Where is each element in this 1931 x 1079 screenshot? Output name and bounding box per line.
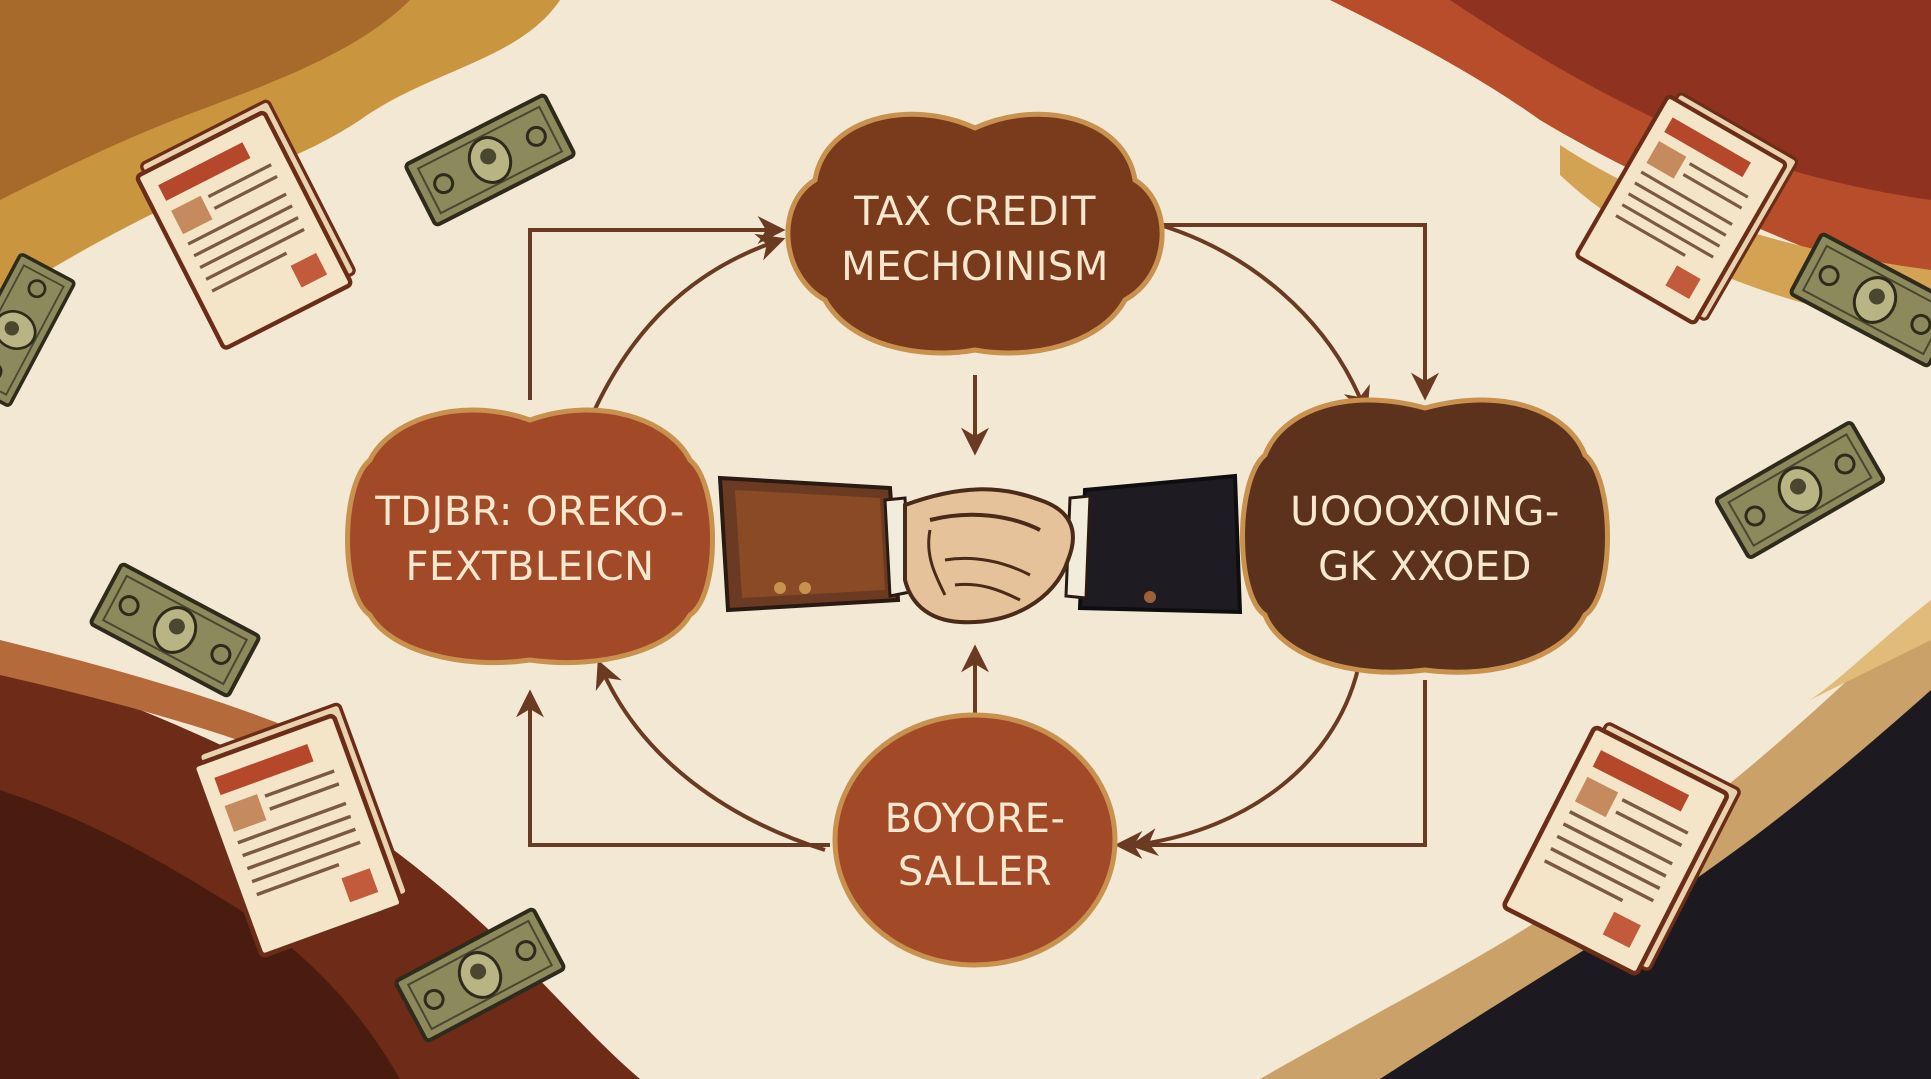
node-left-line-2: FEXTBLEICN: [405, 544, 654, 590]
arrow-left-to-top: [528, 216, 786, 400]
node-bottom: BOYORE- SALLER: [832, 712, 1118, 968]
node-left-line-1: TDJBR: OREKO-: [374, 489, 684, 535]
arrow-bottom-to-left: [516, 689, 830, 847]
arrow-top-to-right: [1150, 223, 1439, 401]
node-left: TDJBR: OREKO- FEXTBLEICN: [345, 407, 715, 665]
handshake-icon: [717, 473, 1243, 625]
node-top-line-1: TAX CREDIT: [853, 189, 1096, 235]
arrow-top-to-right-curve: [1149, 220, 1370, 416]
node-bottom-line-1: BOYORE-: [885, 796, 1066, 842]
connector-arrows: [516, 216, 1439, 859]
node-right: UOOOXOING- GK XXOED: [1240, 397, 1610, 675]
node-bottom-line-2: SALLER: [898, 849, 1052, 895]
node-top-line-2: MECHOINISM: [841, 244, 1109, 290]
arrow-bottom-to-left-curve: [595, 659, 826, 852]
arrow-left-to-top-curve: [588, 233, 786, 421]
node-right-line-1: UOOOXOING-: [1290, 489, 1560, 535]
node-right-line-2: GK XXOED: [1318, 544, 1532, 590]
arrow-right-to-bottom: [1114, 680, 1427, 859]
node-top: TAX CREDIT MECHOINISM: [785, 111, 1165, 356]
arrow-right-to-bottom-curve: [1129, 659, 1362, 856]
